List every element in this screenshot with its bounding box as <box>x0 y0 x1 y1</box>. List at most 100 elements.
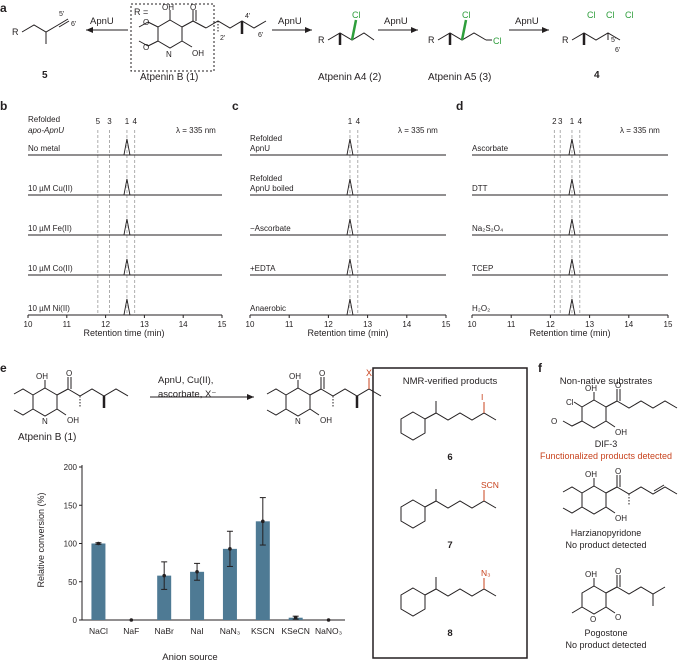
atom-oh-bottom: OH <box>192 49 204 58</box>
pogostone-result: No product detected <box>565 640 646 650</box>
atpenin-b-structure <box>13 377 129 417</box>
nmr-box-title: NMR-verified products <box>403 376 498 387</box>
harz-o: O <box>615 467 621 476</box>
bar-chart-ylabel: Relative conversion (%) <box>36 492 46 587</box>
atom-o-methoxy-2: O <box>143 43 149 52</box>
dif3-o-methoxy: O <box>551 417 557 426</box>
nmr-products-box <box>372 367 528 659</box>
panel-letter-a: a <box>0 1 7 15</box>
panel-c-lambda: λ = 335 nm <box>398 126 438 135</box>
reaction-product-x: X <box>366 368 372 378</box>
r-equals-label: R = <box>134 7 148 17</box>
pogostone-structure <box>571 575 666 615</box>
pogostone-name: Pogostone <box>584 628 627 638</box>
x-tick-label: NaF <box>123 626 139 636</box>
trace-label: Anaerobic <box>250 304 286 313</box>
data-point <box>195 570 199 574</box>
atom-oh-top: OH <box>162 3 174 12</box>
r-label-2: R <box>318 35 325 45</box>
x-tick-label: 11 <box>285 320 294 329</box>
panel-letter-b: b <box>0 99 7 113</box>
compound-2-label: Atpenin A4 (2) <box>318 72 381 83</box>
panel-d-lambda: λ = 335 nm <box>620 126 660 135</box>
bar-2 <box>157 575 172 620</box>
y-tick-label: 150 <box>64 501 78 510</box>
x-tick-label: 10 <box>24 320 33 329</box>
panel-letter-e: e <box>0 361 7 375</box>
chromatogram-peak <box>568 298 576 316</box>
side-chain <box>424 500 497 509</box>
chromatogram-peak <box>346 258 354 276</box>
compound-4-cl-2: Cl <box>606 10 615 20</box>
reaction-scheme-e <box>13 377 382 417</box>
reaction-substrate-oh: OH <box>67 416 79 425</box>
y-tick-label: 200 <box>64 463 78 472</box>
peak-label: 1 <box>125 117 130 126</box>
trace-label: 10 µM Ni(II) <box>28 304 70 313</box>
nmr-product-8 <box>400 577 497 617</box>
atom-o-methoxy-1: O <box>143 18 149 27</box>
x-tick-label: NaCl <box>89 626 108 636</box>
data-point <box>326 618 331 622</box>
dif3-cl: Cl <box>566 398 574 407</box>
trace-label: 10 µM Co(II) <box>28 264 73 273</box>
data-point <box>261 519 265 524</box>
x-tick-label: 11 <box>63 320 72 329</box>
r-label-3: R <box>428 35 435 45</box>
compound-4-cl-1: Cl <box>587 10 596 20</box>
reaction-substrate-label: Atpenin B (1) <box>18 432 76 443</box>
reaction-product-o-top: OH <box>289 372 301 381</box>
peak-label: 4 <box>578 117 583 126</box>
panel-letter-d: d <box>456 99 463 113</box>
position-2prime: 2' <box>220 35 225 42</box>
pyridone-ring <box>400 411 426 441</box>
x-tick-label: 12 <box>324 320 333 329</box>
panel-b-header-1: Refolded <box>28 115 60 124</box>
trace-label: DTT <box>472 184 488 193</box>
data-point <box>293 615 298 620</box>
chromatogram-peak <box>568 218 576 236</box>
dif3-structure <box>562 389 678 429</box>
reaction-product-n: N <box>295 417 301 426</box>
compound-4-label: 4 <box>594 70 600 81</box>
chromatogram-peak <box>123 138 131 156</box>
trace-label: 10 µM Cu(II) <box>28 184 73 193</box>
dif3-name: DIF-3 <box>595 439 618 449</box>
x-tick-label: NaN₃ <box>220 626 240 636</box>
trace-label: −Ascorbate <box>250 224 291 233</box>
trace-label: ApnU <box>250 144 270 153</box>
peak-label: 1 <box>348 117 353 126</box>
x-tick-label: 15 <box>664 320 673 329</box>
peak-label: 3 <box>558 117 563 126</box>
scheme-panel <box>21 3 621 72</box>
side-chain <box>424 588 497 597</box>
peak-label: 4 <box>132 117 137 126</box>
product-x-label: SCN <box>481 480 499 490</box>
r-label-5: R <box>12 27 19 37</box>
x-tick-label: 15 <box>218 320 227 329</box>
reaction-conditions-2: ascorbate, X⁻ <box>158 389 216 400</box>
chromatogram-peak <box>568 258 576 276</box>
x-tick-label: 10 <box>468 320 477 329</box>
chromatogram-peak <box>346 178 354 196</box>
data-point <box>162 573 166 578</box>
harz-oh-bottom: OH <box>615 514 627 523</box>
bar-3 <box>190 571 205 620</box>
position-5-label: 5' <box>59 11 64 18</box>
product-number: 6 <box>447 452 452 463</box>
atom-o-carbonyl: O <box>190 3 196 12</box>
nmr-product-6 <box>400 401 497 441</box>
chromatogram-peak <box>346 218 354 236</box>
panel-b-xlabel: Retention time (min) <box>83 328 164 338</box>
y-tick-label: 0 <box>73 616 78 625</box>
dif3-result: Functionalized products detected <box>540 451 672 461</box>
x-tick-label: 14 <box>402 320 411 329</box>
position-4prime: 4' <box>245 13 250 20</box>
harzianopyridone-structure <box>562 475 678 515</box>
chromatogram-peak <box>123 258 131 276</box>
x-tick-label: 12 <box>546 320 555 329</box>
harz-oh-top: OH <box>585 470 597 479</box>
harz-name: Harzianopyridone <box>571 528 642 538</box>
